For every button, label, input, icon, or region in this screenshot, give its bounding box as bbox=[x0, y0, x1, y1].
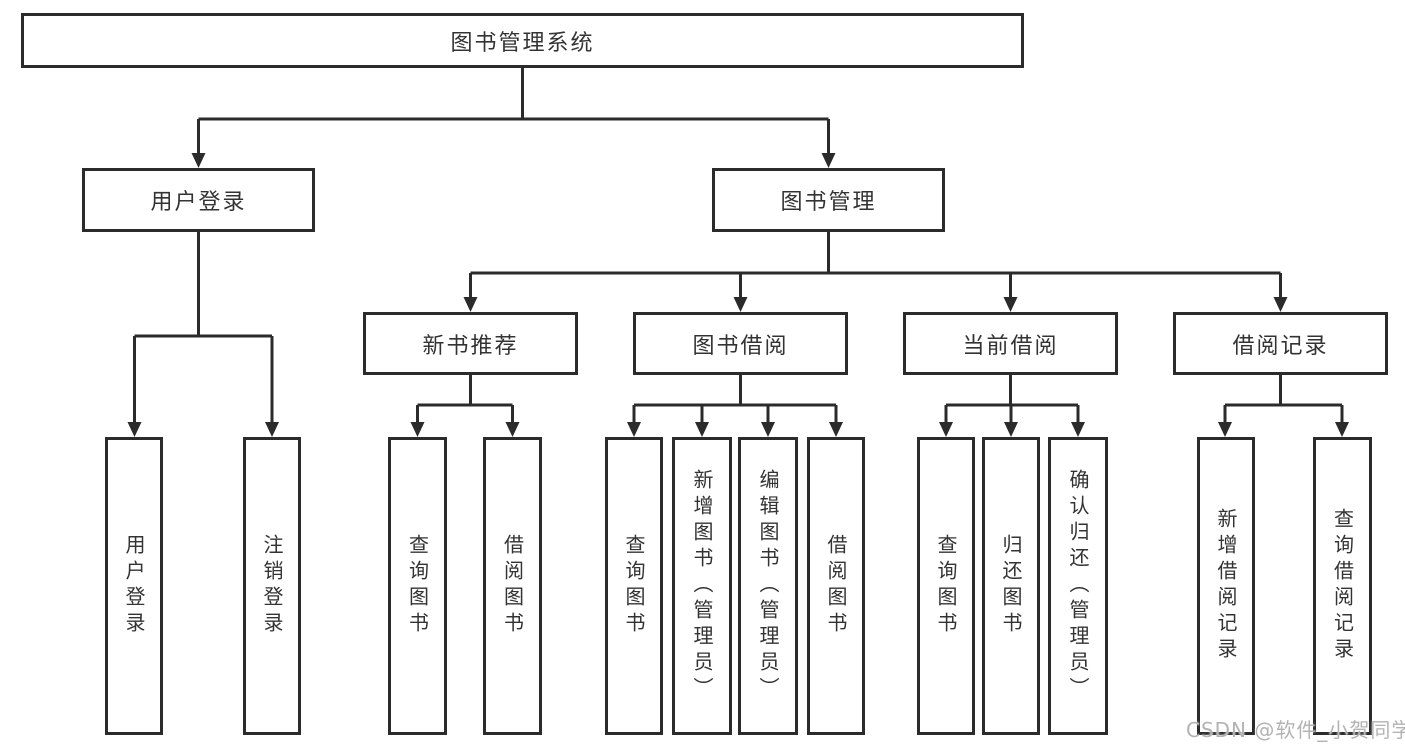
leaf-label: 查询图书 bbox=[405, 534, 430, 638]
leaf-label: 注销登录 bbox=[260, 534, 284, 638]
leaf-add-borrow-record: 新增借阅记录 bbox=[1197, 437, 1255, 735]
node-label: 用户登录 bbox=[150, 190, 247, 215]
leaf-label: 新增图书（管理员） bbox=[690, 469, 714, 703]
node-book-borrow: 图书借阅 bbox=[633, 312, 848, 375]
leaf-borrow-books: 借阅图书 bbox=[807, 437, 865, 735]
leaf-label: 编辑图书（管理员） bbox=[756, 469, 780, 703]
leaf-label: 查询图书 bbox=[934, 534, 958, 638]
node-label: 当前借阅 bbox=[962, 333, 1059, 359]
node-label: 新书推荐 bbox=[422, 333, 519, 359]
leaf-add-books-admin: 新增图书（管理员） bbox=[672, 437, 732, 735]
leaf-label: 新增借阅记录 bbox=[1214, 508, 1238, 664]
leaf-query-books-recommend: 查询图书 bbox=[388, 437, 447, 735]
leaf-label: 查询图书 bbox=[622, 534, 646, 638]
leaf-query-books-current: 查询图书 bbox=[917, 437, 975, 735]
node-user-login: 用户登录 bbox=[82, 168, 315, 232]
leaf-confirm-return-admin: 确认归还（管理员） bbox=[1048, 437, 1108, 735]
node-book-management: 图书管理 bbox=[712, 168, 945, 232]
leaf-label: 查询借阅记录 bbox=[1330, 508, 1355, 664]
leaf-label: 借阅图书 bbox=[500, 534, 525, 638]
leaf-user-login: 用户登录 bbox=[105, 437, 163, 735]
arrowhead-icons bbox=[127, 153, 1349, 437]
node-borrow-records: 借阅记录 bbox=[1173, 312, 1388, 375]
node-label: 图书借阅 bbox=[692, 333, 789, 359]
leaf-label: 借阅图书 bbox=[824, 534, 848, 638]
node-label: 借阅记录 bbox=[1232, 333, 1329, 359]
csdn-watermark: CSDN @软件_小贺同学 bbox=[1186, 718, 1405, 742]
leaf-return-books: 归还图书 bbox=[982, 437, 1040, 735]
leaf-edit-books-admin: 编辑图书（管理员） bbox=[738, 437, 798, 735]
leaf-label: 用户登录 bbox=[122, 534, 146, 638]
leaf-logout: 注销登录 bbox=[243, 437, 301, 735]
leaf-label: 归还图书 bbox=[999, 534, 1023, 638]
node-new-book-recommend: 新书推荐 bbox=[363, 312, 578, 375]
leaf-borrow-books-recommend: 借阅图书 bbox=[483, 437, 542, 735]
node-label: 图书管理 bbox=[780, 190, 877, 215]
node-root-system: 图书管理系统 bbox=[21, 13, 1024, 68]
tree-edges bbox=[133, 68, 1344, 422]
leaf-label: 确认归还（管理员） bbox=[1066, 469, 1090, 703]
leaf-query-borrow-record: 查询借阅记录 bbox=[1313, 437, 1372, 735]
node-label: 图书管理系统 bbox=[450, 30, 595, 56]
node-current-borrow: 当前借阅 bbox=[903, 312, 1118, 375]
leaf-query-books-borrow: 查询图书 bbox=[605, 437, 663, 735]
